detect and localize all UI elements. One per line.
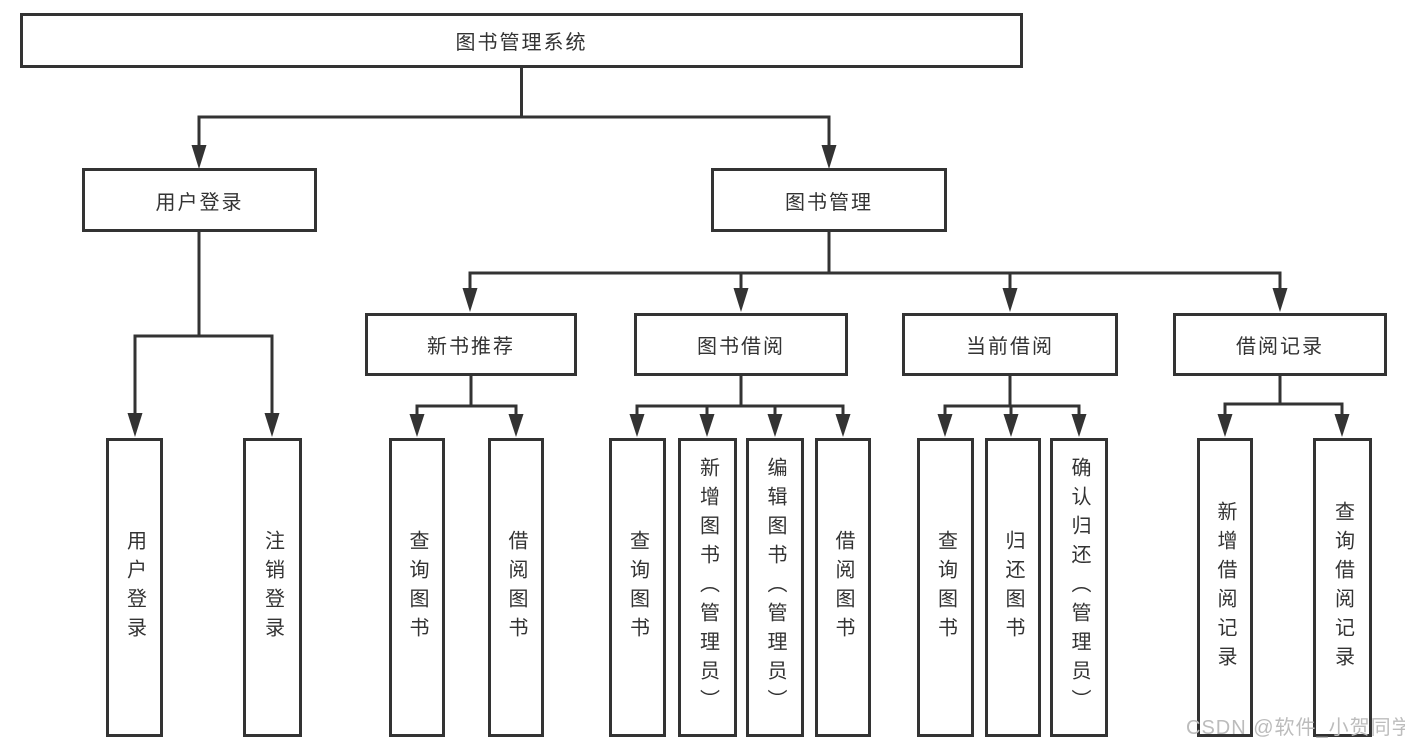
- leaf-edit-book-admin: 编辑图书（管理员）: [746, 438, 804, 737]
- arrowhead: [1217, 414, 1233, 437]
- arrowhead: [462, 288, 478, 312]
- arrowhead: [1071, 414, 1087, 437]
- node-new-book-recommend: 新书推荐: [365, 313, 577, 376]
- node-current-borrow-label: 当前借阅: [966, 336, 1054, 358]
- leaf-add-borrow-record: 新增借阅记录: [1197, 438, 1253, 737]
- arrowhead: [699, 414, 715, 437]
- arrowhead: [409, 414, 425, 437]
- leaf-query-books-current: 查询图书: [917, 438, 974, 737]
- leaf-query-borrow-record-label: 查询借阅记录: [1331, 500, 1354, 675]
- leaf-logout-label: 注销登录: [261, 529, 284, 646]
- arrowhead: [1334, 414, 1350, 437]
- node-root-label: 图书管理系统: [455, 32, 588, 54]
- leaf-add-book-admin-label: 新增图书（管理员）: [696, 457, 719, 718]
- node-book-borrow: 图书借阅: [634, 313, 848, 376]
- connector-borrow-records: [1223, 373, 1344, 416]
- leaf-user-login-label: 用户登录: [123, 529, 146, 646]
- arrowhead: [1002, 288, 1018, 312]
- leaf-query-books-borrow-label: 查询图书: [626, 529, 649, 646]
- node-user-login-label: 用户登录: [155, 191, 244, 214]
- leaf-add-borrow-record-label: 新增借阅记录: [1214, 500, 1236, 675]
- connector-root: [197, 64, 831, 147]
- leaf-return-book: 归还图书: [985, 438, 1041, 737]
- arrowhead: [733, 288, 749, 312]
- leaf-query-books-recommend-label: 查询图书: [406, 529, 428, 646]
- arrowhead: [937, 414, 953, 437]
- leaf-query-books-borrow: 查询图书: [609, 438, 666, 737]
- arrowhead: [629, 414, 645, 437]
- node-book-management: 图书管理: [711, 168, 947, 232]
- leaf-confirm-return-admin-label: 确认归还（管理员）: [1068, 457, 1090, 718]
- csdn-watermark: CSDN @软件_小贺同学: [1186, 717, 1405, 739]
- arrowhead: [264, 413, 280, 437]
- arrowhead: [191, 145, 207, 169]
- leaf-add-book-admin: 新增图书（管理员）: [678, 438, 737, 737]
- node-borrow-records-label: 借阅记录: [1236, 336, 1324, 358]
- arrowhead: [767, 414, 783, 437]
- connector-new-book: [415, 373, 518, 416]
- node-book-management-label: 图书管理: [785, 191, 873, 214]
- leaf-user-login: 用户登录: [106, 438, 163, 737]
- leaf-query-books-recommend: 查询图书: [389, 438, 445, 737]
- arrowhead: [508, 414, 524, 437]
- leaf-borrow-books-recommend: 借阅图书: [488, 438, 544, 737]
- arrowhead: [821, 145, 837, 169]
- arrowhead: [835, 414, 851, 437]
- node-user-login: 用户登录: [82, 168, 317, 232]
- node-current-borrow: 当前借阅: [902, 313, 1118, 376]
- leaf-logout: 注销登录: [243, 438, 302, 737]
- leaf-query-books-current-label: 查询图书: [934, 529, 957, 646]
- connector-user-login: [133, 230, 274, 415]
- node-root: 图书管理系统: [20, 13, 1023, 68]
- leaf-borrow-books-recommend-label: 借阅图书: [505, 529, 527, 646]
- connector-current-borrow: [943, 373, 1081, 416]
- leaf-return-book-label: 归还图书: [1002, 529, 1024, 646]
- arrowhead: [1272, 288, 1288, 312]
- leaf-edit-book-admin-label: 编辑图书（管理员）: [764, 457, 786, 718]
- arrowhead: [127, 413, 143, 437]
- node-borrow-records: 借阅记录: [1173, 313, 1387, 376]
- arrowhead: [1003, 414, 1019, 437]
- leaf-borrow-books: 借阅图书: [815, 438, 871, 737]
- leaf-confirm-return-admin: 确认归还（管理员）: [1050, 438, 1108, 737]
- leaf-query-borrow-record: 查询借阅记录: [1313, 438, 1372, 737]
- node-new-book-recommend-label: 新书推荐: [427, 336, 515, 358]
- connector-book-borrow: [635, 373, 845, 416]
- connector-book-management: [468, 230, 1282, 290]
- node-book-borrow-label: 图书借阅: [697, 336, 785, 358]
- leaf-borrow-books-label: 借阅图书: [832, 529, 854, 646]
